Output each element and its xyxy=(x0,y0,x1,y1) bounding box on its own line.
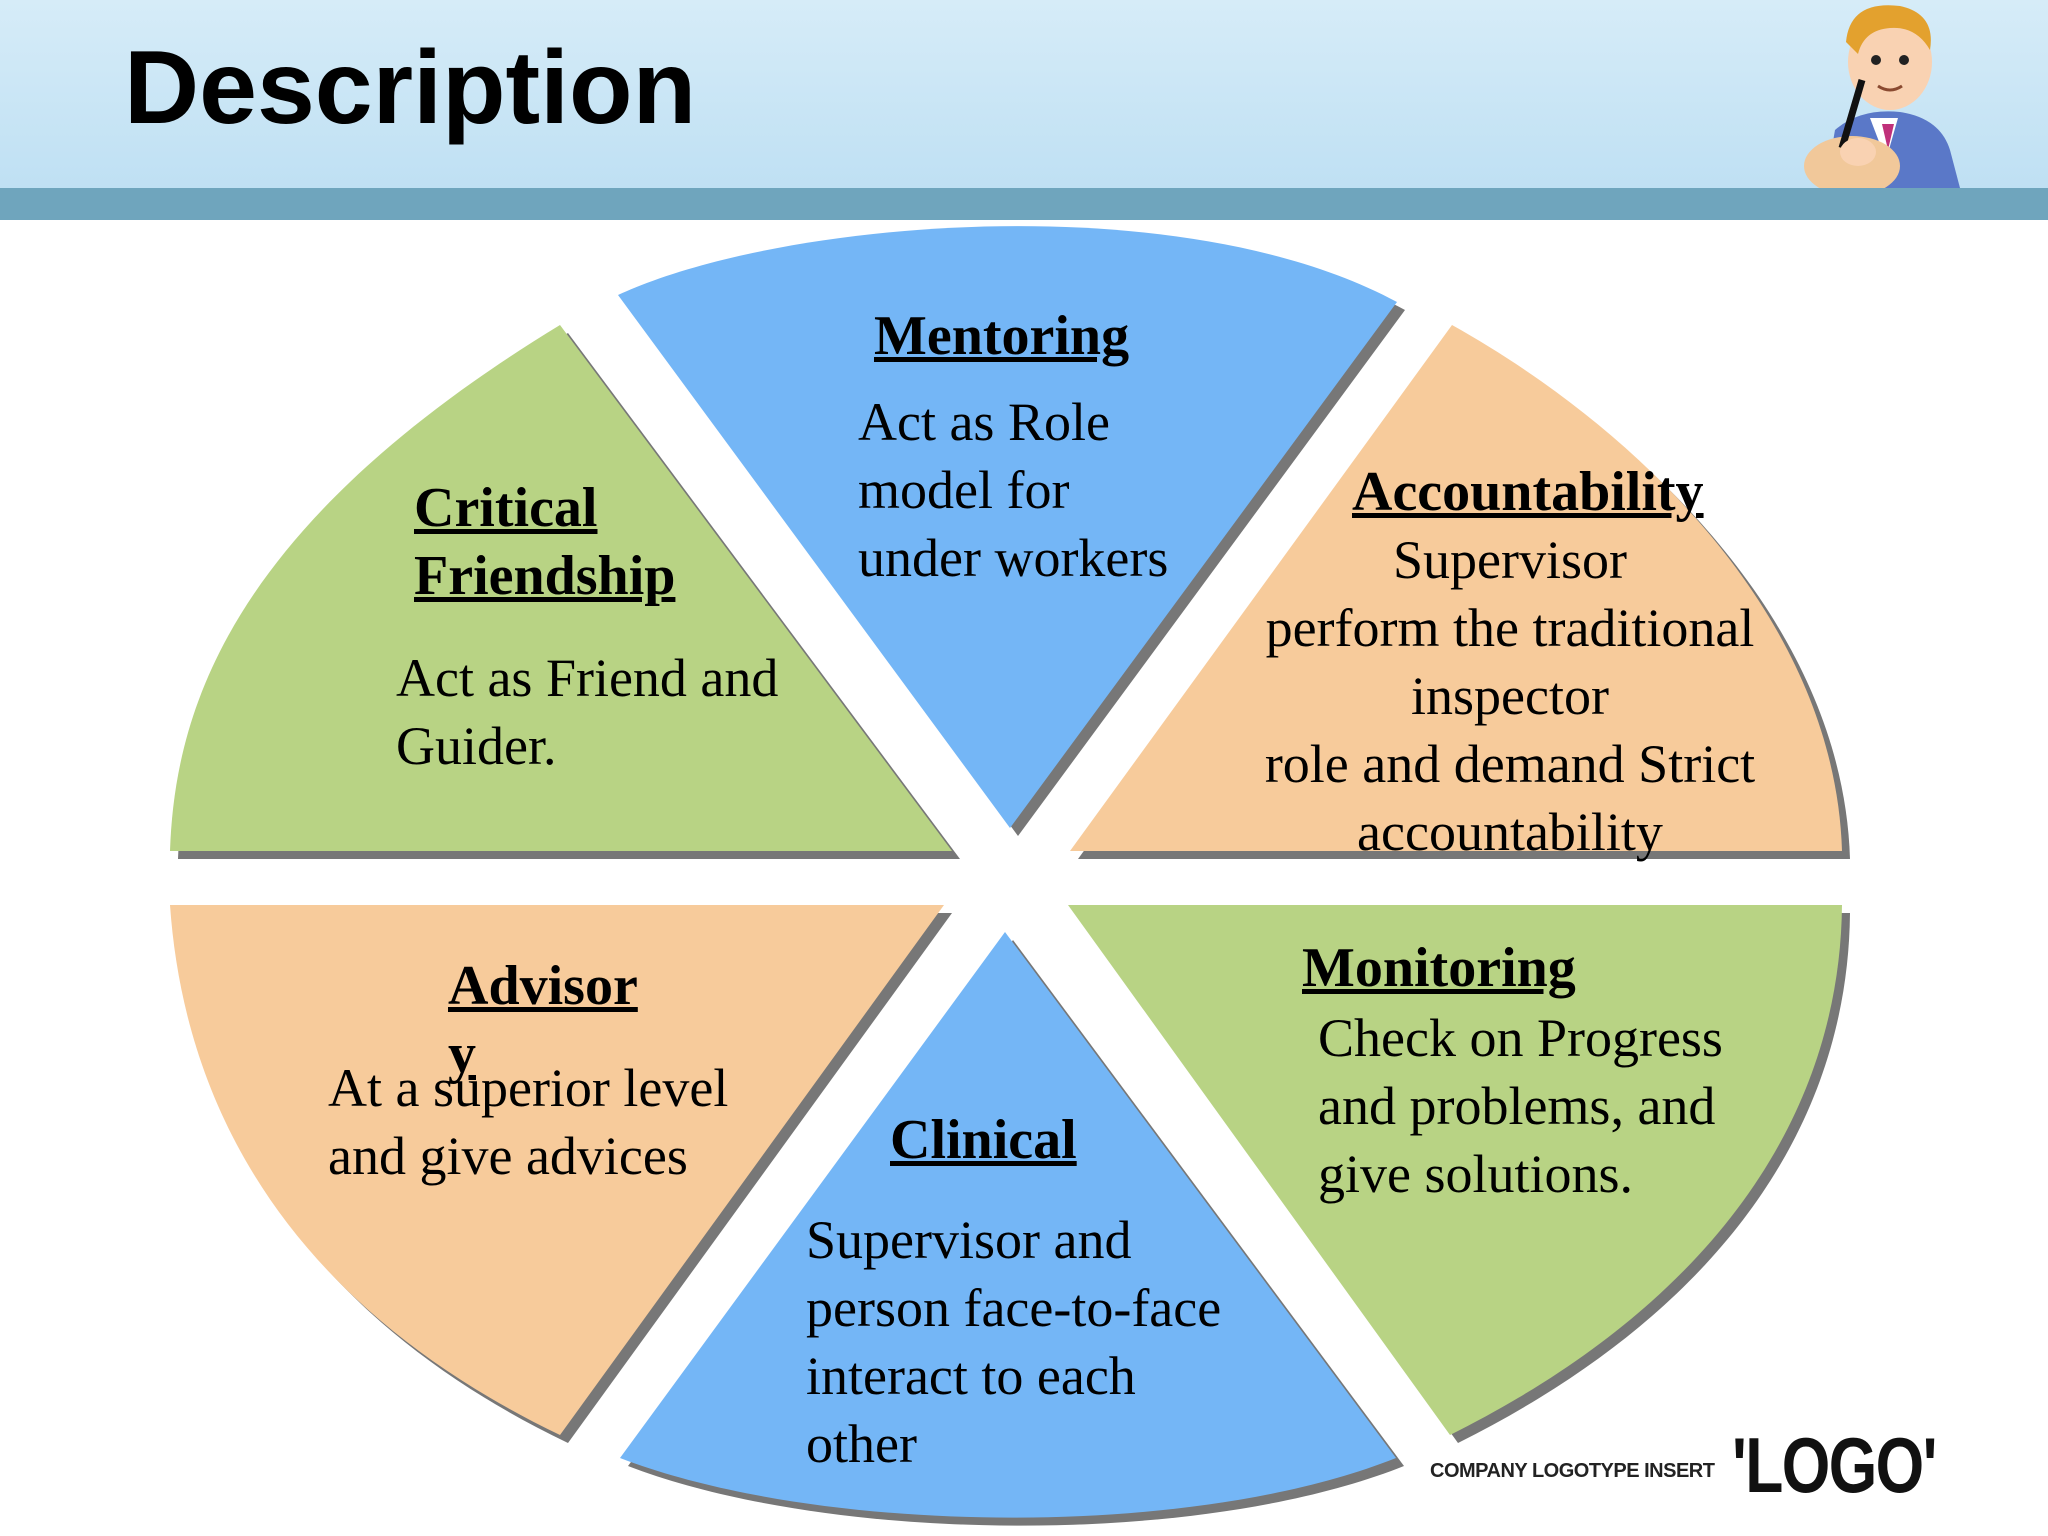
monitoring-title: Monitoring xyxy=(1302,937,1576,999)
segment-critical-friendship xyxy=(170,325,960,859)
segment-advisory xyxy=(170,905,952,1443)
accountability-text-line: Supervisor xyxy=(1393,530,1627,590)
critical-text-line: Act as Friend and xyxy=(396,648,779,708)
clinical-text-line: Supervisor and xyxy=(806,1210,1132,1270)
accountability-text-line: role and demand Strict xyxy=(1264,734,1756,794)
advisory-text-line: and give advices xyxy=(328,1126,688,1186)
segment-mentoring-shape xyxy=(618,226,1397,828)
critical-friendship-title: Critical xyxy=(414,477,598,539)
segment-monitoring xyxy=(1068,905,1850,1443)
segment-clinical xyxy=(620,932,1404,1526)
accountability-text-line: inspector xyxy=(1411,666,1609,726)
accountability-text-line: accountability xyxy=(1357,802,1663,862)
clinical-text-line: other xyxy=(806,1414,917,1474)
advisory-title: Advisor xyxy=(448,955,638,1017)
mentoring-text-line: under workers xyxy=(858,528,1169,588)
clinical-text-line: person face-to-face xyxy=(806,1278,1222,1338)
header-divider-bar xyxy=(0,188,2048,220)
company-logo: 'LOGO' xyxy=(1732,1421,1937,1509)
page-title: Description xyxy=(124,30,697,146)
segment-advisory-shape xyxy=(170,905,944,1435)
mentoring-text-line: model for xyxy=(858,460,1070,520)
critical-friendship-title: Friendship xyxy=(414,545,676,607)
segment-clinical-shape xyxy=(620,932,1396,1518)
segment-mentoring xyxy=(618,226,1405,836)
accountability-title: Accountability xyxy=(1352,461,1704,523)
advisory-text-line: At a superior level xyxy=(328,1058,729,1118)
monitoring-text-line: and problems, and xyxy=(1318,1076,1716,1136)
company-logotype-caption: COMPANY LOGOTYPE INSERT xyxy=(1430,1460,1715,1482)
monitoring-text-line: Check on Progress xyxy=(1318,1008,1723,1068)
critical-text-line: Guider. xyxy=(396,716,557,776)
mentoring-title: Mentoring xyxy=(874,305,1130,367)
segment-accountability xyxy=(1070,325,1850,859)
clinical-title: Clinical xyxy=(890,1109,1077,1171)
segment-monitoring-shape xyxy=(1068,905,1842,1435)
header-band xyxy=(0,0,2048,188)
monitoring-text-line: give solutions. xyxy=(1318,1144,1634,1204)
segment-accountability-shape xyxy=(1070,325,1842,851)
advisory-title: y xyxy=(448,1023,476,1085)
accountability-text-line: perform the traditional xyxy=(1265,598,1755,658)
segment-critical-shape xyxy=(170,325,952,851)
clinical-text-line: interact to each xyxy=(806,1346,1136,1406)
cartoon-man-writing-icon xyxy=(1804,5,1960,188)
mentoring-text-line: Act as Role xyxy=(858,392,1110,452)
